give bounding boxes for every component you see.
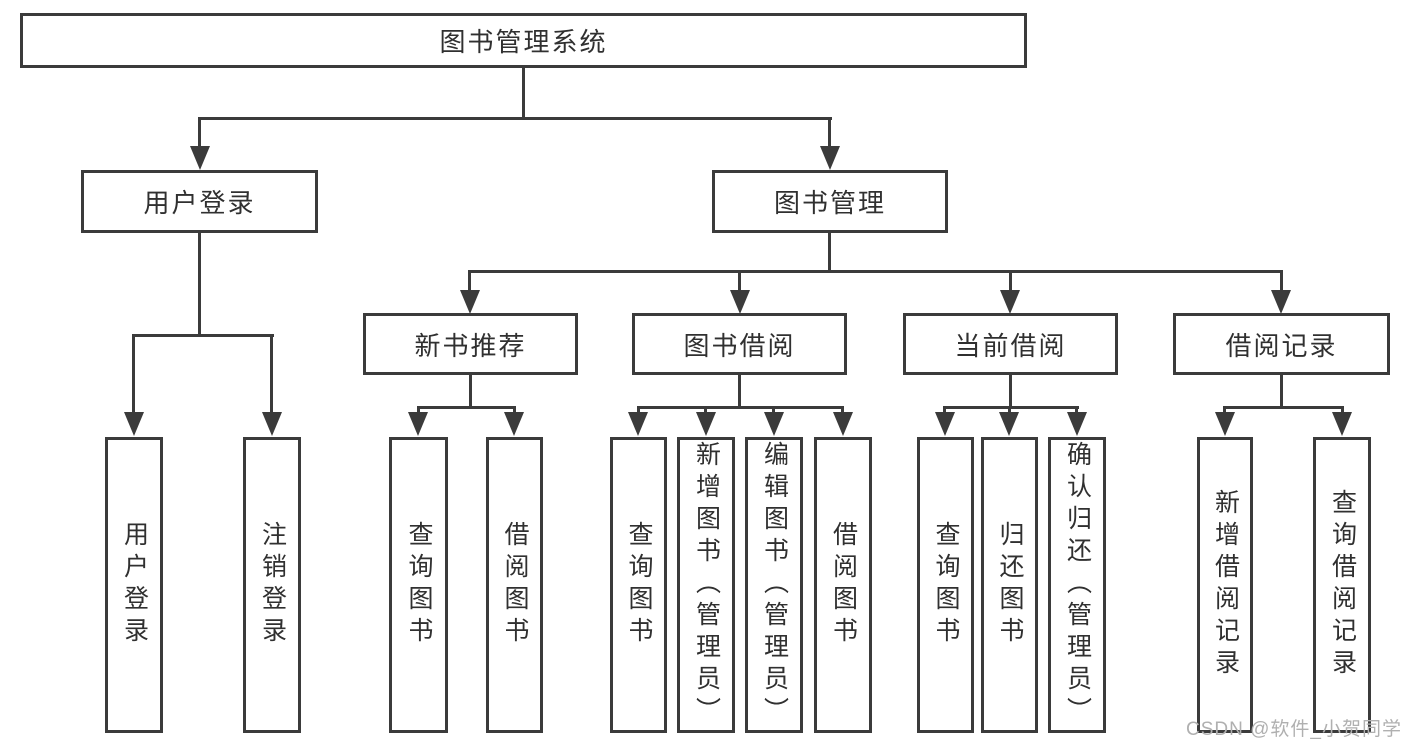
- node-borrowing-records: 借阅记录: [1173, 313, 1390, 375]
- connector-arrow-shaft: [704, 406, 707, 415]
- connector-arrow-shaft: [772, 406, 775, 415]
- arrow-down-icon: [1332, 412, 1352, 436]
- node-library-management-system: 图书管理系统: [20, 13, 1027, 68]
- arrow-down-icon: [190, 146, 210, 170]
- leaf-label: 查询图书: [625, 521, 653, 649]
- leaf-label: 查询图书: [932, 521, 960, 649]
- node-label: 当前借阅: [954, 330, 1067, 361]
- leaf-newbook-query-books: 查询图书: [389, 437, 448, 733]
- connector-arrow-shaft: [198, 117, 201, 150]
- leaf-newbook-borrow-books: 借阅图书: [486, 437, 543, 733]
- node-book-borrowing: 图书借阅: [632, 313, 847, 375]
- connector-user-login-bar: [132, 334, 274, 337]
- node-label: 新书推荐: [414, 330, 527, 361]
- arrow-down-icon: [124, 412, 144, 436]
- arrow-down-icon: [833, 412, 853, 436]
- connector-arrow-shaft: [1075, 406, 1078, 415]
- leaf-label: 查询图书: [405, 521, 433, 649]
- leaf-label: 注销登录: [258, 521, 287, 649]
- connector-arrow-shaft: [841, 406, 844, 415]
- connector-arrow-shaft: [270, 334, 273, 414]
- arrow-down-icon: [696, 412, 716, 436]
- arrow-down-icon: [504, 412, 524, 436]
- connector-arrow-shaft: [1280, 270, 1283, 293]
- leaf-current-query-books: 查询图书: [917, 437, 974, 733]
- connector-current-stem: [1009, 375, 1012, 409]
- connector-level3-bar: [468, 270, 1283, 273]
- leaf-record-add-borrow-record: 新增借阅记录: [1197, 437, 1253, 733]
- node-label: 借阅记录: [1225, 330, 1338, 361]
- arrow-down-icon: [999, 412, 1019, 436]
- connector-arrow-shaft: [1341, 406, 1344, 415]
- leaf-current-confirm-return-admin: 确认归还（管理员）: [1048, 437, 1106, 733]
- node-current-borrowing: 当前借阅: [903, 313, 1118, 375]
- node-book-management: 图书管理: [712, 170, 948, 233]
- arrow-down-icon: [820, 146, 840, 170]
- connector-arrow-shaft: [132, 334, 135, 414]
- node-user-login: 用户登录: [81, 170, 318, 233]
- arrow-down-icon: [408, 412, 428, 436]
- connector-arrow-shaft: [417, 406, 420, 415]
- leaf-label: 确认归还（管理员）: [1063, 441, 1092, 729]
- connector-record-stem: [1280, 375, 1283, 409]
- connector-newbook-bar: [417, 406, 516, 409]
- connector-borrow-bar: [637, 406, 844, 409]
- leaf-current-return-books: 归还图书: [981, 437, 1038, 733]
- node-label: 图书管理系统: [439, 27, 608, 57]
- connector-book-management-stem: [828, 233, 831, 273]
- connector-arrow-shaft: [637, 406, 640, 415]
- leaf-label: 用户登录: [120, 521, 149, 649]
- leaf-user-login: 用户登录: [105, 437, 163, 733]
- arrow-down-icon: [628, 412, 648, 436]
- arrow-down-icon: [1067, 412, 1087, 436]
- connector-arrow-shaft: [943, 406, 946, 415]
- arrow-down-icon: [935, 412, 955, 436]
- connector-arrow-shaft: [738, 270, 741, 293]
- connector-level1-bar: [198, 117, 832, 120]
- arrow-down-icon: [262, 412, 282, 436]
- leaf-borrow-query-books: 查询图书: [610, 437, 667, 733]
- leaf-label: 新增图书（管理员）: [692, 441, 721, 729]
- leaf-label: 借阅图书: [829, 521, 858, 649]
- connector-arrow-shaft: [1008, 406, 1011, 415]
- leaf-borrow-edit-books-admin: 编辑图书（管理员）: [745, 437, 803, 733]
- connector-record-bar: [1223, 406, 1344, 409]
- node-label: 用户登录: [143, 188, 256, 218]
- arrow-down-icon: [1000, 290, 1020, 314]
- connector-arrow-shaft: [513, 406, 516, 415]
- connector-borrow-stem: [738, 375, 741, 409]
- leaf-label: 借阅图书: [501, 521, 529, 649]
- connector-current-bar: [943, 406, 1079, 409]
- node-label: 图书借阅: [683, 330, 796, 361]
- leaf-logout: 注销登录: [243, 437, 301, 733]
- connector-arrow-shaft: [1223, 406, 1226, 415]
- connector-arrow-shaft: [468, 270, 471, 293]
- leaf-label: 查询借阅记录: [1328, 489, 1357, 681]
- leaf-record-query-borrow-record: 查询借阅记录: [1313, 437, 1371, 733]
- node-label: 图书管理: [773, 188, 886, 218]
- connector-root-stem: [522, 68, 525, 120]
- connector-arrow-shaft: [828, 117, 831, 150]
- leaf-label: 新增借阅记录: [1211, 489, 1240, 681]
- node-new-book-recommend: 新书推荐: [363, 313, 578, 375]
- connector-newbook-stem: [469, 375, 472, 409]
- leaf-label: 编辑图书（管理员）: [760, 441, 789, 729]
- connector-arrow-shaft: [1009, 270, 1012, 293]
- connector-user-login-stem: [198, 233, 201, 337]
- leaf-borrow-borrow-books: 借阅图书: [814, 437, 872, 733]
- arrow-down-icon: [460, 290, 480, 314]
- leaf-borrow-add-books-admin: 新增图书（管理员）: [677, 437, 735, 733]
- watermark: CSDN @软件_小贺同学: [1186, 719, 1402, 740]
- arrow-down-icon: [1271, 290, 1291, 314]
- arrow-down-icon: [1215, 412, 1235, 436]
- leaf-label: 归还图书: [996, 521, 1024, 649]
- arrow-down-icon: [764, 412, 784, 436]
- arrow-down-icon: [730, 290, 750, 314]
